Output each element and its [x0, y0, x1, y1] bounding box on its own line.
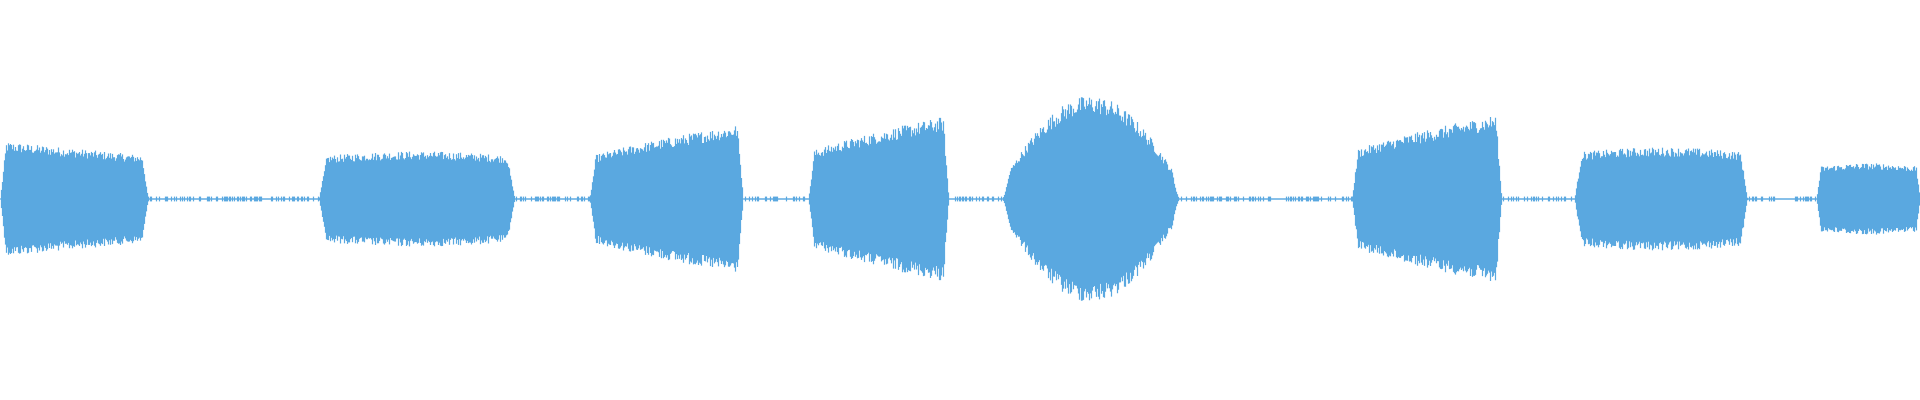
waveform-bars	[0, 97, 1920, 301]
